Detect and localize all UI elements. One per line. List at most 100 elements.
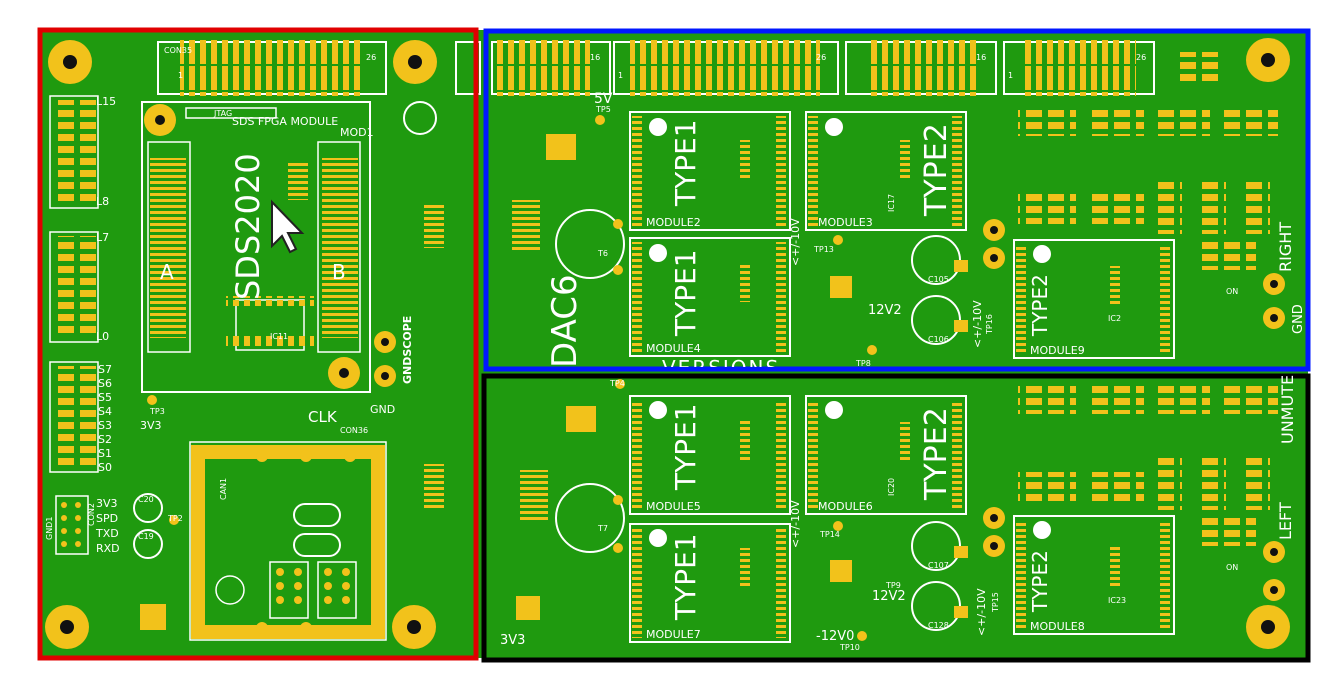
label-s6: S6 <box>98 377 112 390</box>
gnd1-label: GND1 <box>45 516 54 540</box>
module4-label: MODULE4 <box>646 342 701 355</box>
t7-label: T7 <box>598 524 608 533</box>
gnd-side-label: GND <box>1291 304 1306 334</box>
tp8-label: TP8 <box>856 359 871 368</box>
label-l8: L8 <box>96 195 110 208</box>
top-headers <box>157 40 1155 96</box>
left-label: LEFT <box>1276 502 1295 540</box>
tp16-label: TP16 <box>985 314 994 334</box>
label-s5: S5 <box>98 391 112 404</box>
pin-txd: TXD <box>96 527 119 540</box>
label-s2: S2 <box>98 433 112 446</box>
type1-label-c: TYPE1 <box>669 403 702 490</box>
v3v3-bottom-label: 3V3 <box>500 633 526 648</box>
smd-components <box>140 52 1278 630</box>
vpm10-label-a: <+/-10V <box>789 218 802 266</box>
type2-label-c: TYPE2 <box>1028 274 1052 336</box>
c20-label: C20 <box>138 495 154 504</box>
module8-label: MODULE8 <box>1030 620 1085 633</box>
tp5-label: TP5 <box>596 105 611 114</box>
module2-label: MODULE2 <box>646 216 701 229</box>
header-pin-1b: 1 <box>618 71 624 80</box>
type2-label-d: TYPE2 <box>1028 550 1052 612</box>
con35-label: CON35 <box>164 46 193 55</box>
t6-label: T6 <box>598 249 608 258</box>
c106-label: C106 <box>928 335 949 344</box>
v12-label-a: 12V2 <box>868 303 902 318</box>
header-pin-26b: 26 <box>816 53 827 62</box>
board-title: SDS2020 <box>229 153 267 300</box>
header-pin-1: 1 <box>178 71 184 80</box>
con2-label: CON2 <box>87 503 96 526</box>
module9-label: MODULE9 <box>1030 344 1085 357</box>
label-s3: S3 <box>98 419 112 432</box>
tp15-label: TP15 <box>991 592 1000 612</box>
module5-label: MODULE5 <box>646 500 701 513</box>
black-region-frame <box>481 373 1311 663</box>
left-pad-rows <box>49 95 99 473</box>
c107-label: C107 <box>928 561 949 570</box>
fpga-module <box>141 101 371 393</box>
vneg12-label: -12V0 <box>816 629 855 644</box>
type1-label-b: TYPE1 <box>669 249 702 336</box>
versions-label: VERSIONS <box>662 358 780 367</box>
fpga-ref-label: MOD1 <box>340 126 374 139</box>
module6-label: MODULE6 <box>818 500 873 513</box>
v5-label: 5V <box>594 91 613 107</box>
v3v3-label: 3V3 <box>140 419 162 432</box>
label-s0: S0 <box>98 461 112 474</box>
unmute-label: UNMUTE <box>1278 374 1297 444</box>
clk-label: CLK <box>308 408 337 426</box>
con36-label: CON36 <box>340 426 369 435</box>
tp13-label: TP13 <box>814 245 834 254</box>
tp10-label: TP10 <box>840 643 860 652</box>
c19-label: C19 <box>138 532 154 541</box>
mouse-cursor-icon <box>271 199 305 254</box>
pin-3v3: 3V3 <box>96 497 118 510</box>
ic20-label: IC20 <box>887 477 896 496</box>
label-s1: S1 <box>98 447 112 460</box>
v12-label-b: 12V2 <box>872 589 906 604</box>
type1-label-d: TYPE1 <box>669 533 702 620</box>
label-s4: S4 <box>98 405 112 418</box>
vpm10-label-b: <+/-10V <box>789 500 802 548</box>
tp2-label: TP2 <box>168 514 183 523</box>
ic2-label: IC2 <box>1108 314 1122 323</box>
ic17-label: IC17 <box>887 193 896 212</box>
on-label-b: ON <box>1226 563 1239 572</box>
pin-rxd: RXD <box>96 542 120 555</box>
c128-label: C128 <box>928 621 949 630</box>
tp9-label: TP9 <box>886 581 901 590</box>
tp3-label: TP3 <box>150 407 165 416</box>
header-pin-16a: 16 <box>590 53 601 62</box>
type2-label-a: TYPE2 <box>919 123 954 216</box>
mounting-holes <box>45 38 1290 649</box>
row-b-label: B <box>332 260 346 284</box>
header-pin-16b: 16 <box>976 53 987 62</box>
fpga-module-label: SDS FPGA MODULE <box>232 115 339 128</box>
on-label-a: ON <box>1226 287 1239 296</box>
gnd-label: GND <box>370 403 396 416</box>
gndscope-terminals <box>374 219 1285 601</box>
header-pin-26: 26 <box>366 53 377 62</box>
can1-label: CAN1 <box>219 477 228 500</box>
ic11-label: IC11 <box>270 332 289 341</box>
dac-label: DAC6 <box>545 274 585 368</box>
pin-spd: SPD <box>96 512 119 525</box>
tp4-label: TP4 <box>610 379 625 388</box>
c105-label: C105 <box>928 275 949 284</box>
module7-label: MODULE7 <box>646 628 701 641</box>
type2-label-b: TYPE2 <box>919 407 954 500</box>
row-a-label: A <box>160 260 174 284</box>
ic23-label: IC23 <box>1108 596 1127 605</box>
label-l7: L7 <box>96 231 110 244</box>
module-footprints <box>629 111 1175 643</box>
vpm10-label-c: <+/-10V <box>971 300 984 348</box>
red-region-frame <box>37 27 479 661</box>
module3-label: MODULE3 <box>818 216 873 229</box>
jtag-label: JTAG <box>214 109 233 118</box>
header-pin-1c: 1 <box>1008 71 1014 80</box>
label-l0: L0 <box>96 330 110 343</box>
vpm10-label-d: <+/-10V <box>975 588 988 636</box>
